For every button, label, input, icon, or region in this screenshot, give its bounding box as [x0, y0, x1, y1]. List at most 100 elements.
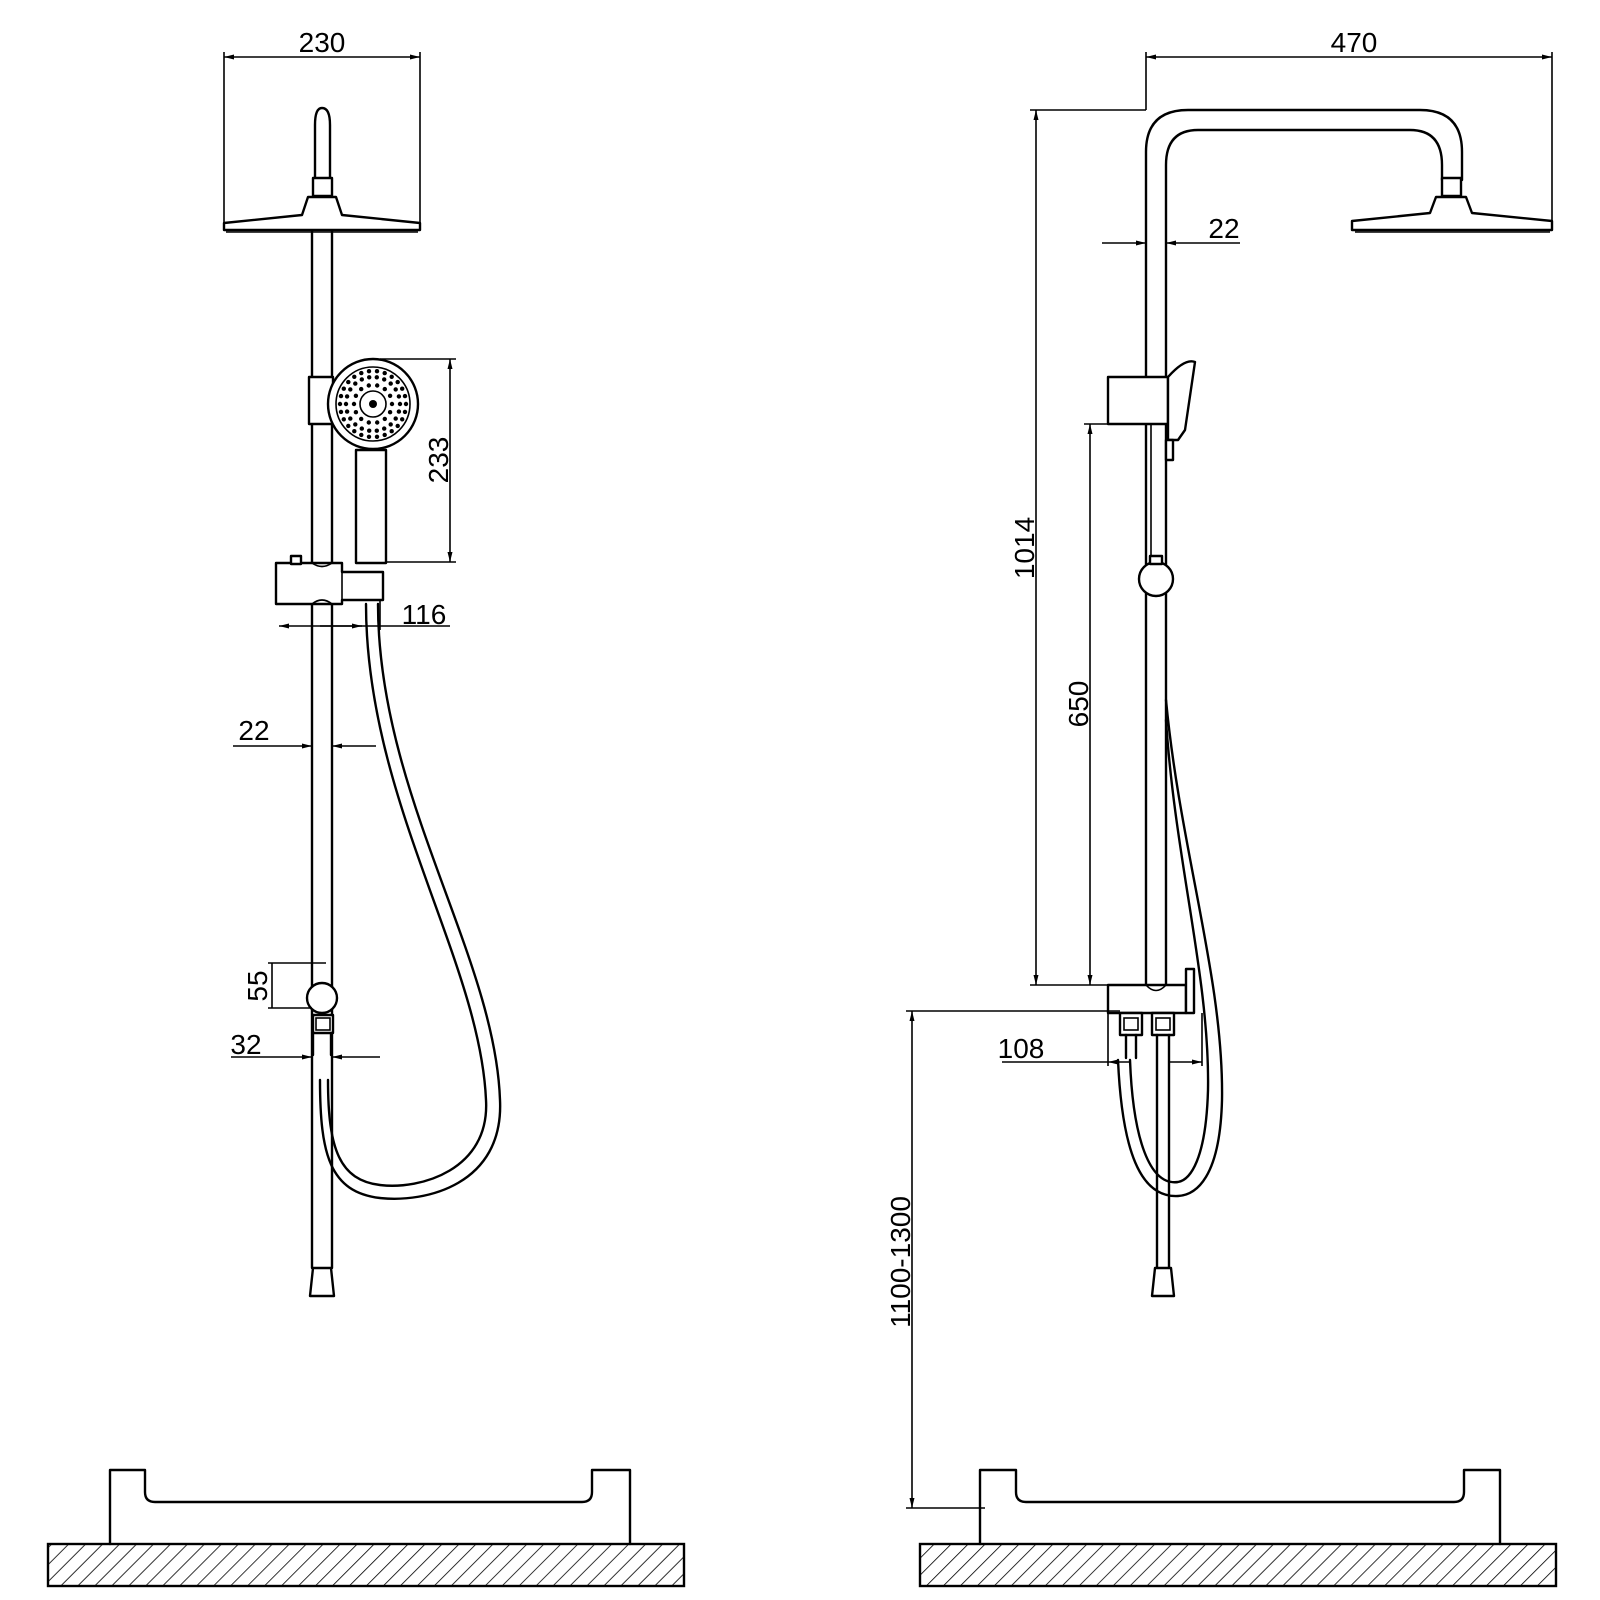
front-hose	[318, 602, 502, 1200]
nozzle-dot	[382, 370, 387, 376]
nozzle-dot	[352, 374, 357, 379]
nozzle-dot	[351, 401, 357, 407]
nozzle-dot	[353, 410, 359, 415]
nozzle-dot	[346, 379, 351, 385]
dim-outlet-centres: 108	[998, 1013, 1203, 1066]
nozzle-dot	[366, 434, 372, 439]
nozzle-dot	[359, 432, 364, 438]
nozzle-dot	[337, 401, 343, 407]
dim-label-arm-reach: 470	[1331, 27, 1378, 58]
nozzle-dot	[359, 426, 364, 431]
nozzle-dot	[375, 383, 380, 388]
nozzle-dot	[389, 374, 394, 379]
side-upper-rail	[1144, 108, 1464, 987]
dim-side-rail-diameter: 22	[1102, 213, 1240, 246]
nozzle-dot	[359, 416, 364, 422]
nozzle-dot	[389, 429, 394, 434]
nozzle-dot	[338, 409, 344, 415]
dim-label-install-height: 1100-1300	[885, 1196, 916, 1328]
nozzle-dot	[387, 393, 393, 398]
dim-label-bracket-offset: 116	[402, 599, 447, 630]
side-hand-shower	[1106, 360, 1197, 598]
nozzle-dot	[341, 417, 346, 422]
nozzle-dot	[348, 416, 353, 421]
dim-bracket-offset: 116	[279, 599, 450, 630]
dim-label-rail-height: 650	[1063, 681, 1094, 728]
side-hose	[1116, 698, 1224, 1198]
nozzle-dot	[388, 422, 393, 427]
dim-label-diverter-width: 32	[230, 1029, 261, 1060]
nozzle-dot	[374, 428, 379, 433]
dim-label-side-rail-diameter: 22	[1208, 213, 1239, 244]
nozzle-dot	[367, 375, 372, 380]
nozzle-dot	[343, 401, 349, 407]
nozzle-dot	[367, 428, 372, 433]
nozzle-dot	[341, 386, 346, 391]
nozzle-dot	[366, 369, 372, 374]
front-floor	[46, 1468, 686, 1588]
nozzle-dot	[388, 381, 393, 386]
nozzle-dot	[338, 393, 344, 399]
side-shower-head	[1350, 176, 1554, 233]
nozzle-dot	[353, 381, 358, 386]
side-mixer	[1106, 967, 1196, 1060]
nozzle-dot	[400, 417, 405, 422]
nozzle-dot	[366, 383, 371, 388]
dim-label-outlet-centres: 108	[998, 1033, 1045, 1064]
nozzle-dot	[352, 429, 357, 434]
nozzle-dot	[382, 416, 387, 422]
nozzle-dot	[395, 379, 400, 385]
nozzle-dot	[393, 387, 398, 392]
dim-label-hand-shower-height: 233	[423, 437, 454, 484]
nozzle-dot	[382, 386, 387, 392]
dim-diverter-height: 55	[242, 962, 326, 1009]
side-floor	[918, 1468, 1558, 1588]
nozzle-dot	[346, 423, 351, 429]
nozzle-dot	[353, 422, 358, 427]
nozzle-dot	[396, 409, 402, 414]
nozzle-dot	[397, 401, 403, 407]
dim-front-rail-diameter: 22	[233, 715, 376, 749]
front-diverter	[305, 981, 339, 1057]
dim-hand-shower-height: 233	[380, 358, 456, 563]
nozzle-dot	[366, 420, 371, 425]
nozzle-dot	[359, 377, 364, 382]
nozzle-dot	[393, 416, 398, 421]
nozzle-dot	[374, 434, 380, 439]
nozzle-dot	[375, 420, 380, 425]
dim-label-total-height: 1014	[1009, 517, 1040, 579]
nozzle-dot	[396, 394, 402, 399]
nozzle-dot	[359, 370, 364, 376]
dim-total-height: 1014	[1009, 109, 1146, 986]
nozzle-dot	[344, 409, 350, 414]
nozzle-dot	[348, 387, 353, 392]
nozzle-dot	[403, 401, 409, 407]
dim-rail-height: 650	[1063, 423, 1108, 985]
dim-label-front-rail-diameter: 22	[238, 715, 269, 746]
nozzle-dot	[353, 393, 359, 398]
nozzle-dot	[382, 377, 387, 382]
side-lower-rail	[1150, 1033, 1176, 1298]
nozzle-dot	[359, 386, 364, 392]
nozzle-dot	[374, 369, 380, 374]
nozzle-dot	[387, 410, 393, 415]
nozzle-dot	[402, 409, 408, 415]
nozzle-dot	[382, 426, 387, 431]
front-view: 230 233 116 22 55	[46, 27, 686, 1588]
dim-label-head-width: 230	[299, 27, 346, 58]
dim-install-height: 1100-1300	[885, 1010, 1120, 1509]
front-shower-head	[222, 106, 422, 233]
nozzle-dot	[400, 386, 405, 391]
nozzle-dot	[389, 401, 395, 407]
nozzle-dot	[382, 432, 387, 438]
side-view: 470 22 1014 650 108	[885, 27, 1558, 1588]
nozzle-dot	[344, 394, 350, 399]
dim-label-diverter-height: 55	[242, 970, 273, 1001]
dim-diverter-width: 32	[230, 1029, 380, 1060]
nozzle-dot	[402, 393, 408, 399]
front-slider	[274, 554, 385, 606]
dim-arm-reach: 470	[1145, 27, 1553, 226]
front-hand-shower	[307, 357, 420, 565]
nozzle-dot	[374, 375, 379, 380]
